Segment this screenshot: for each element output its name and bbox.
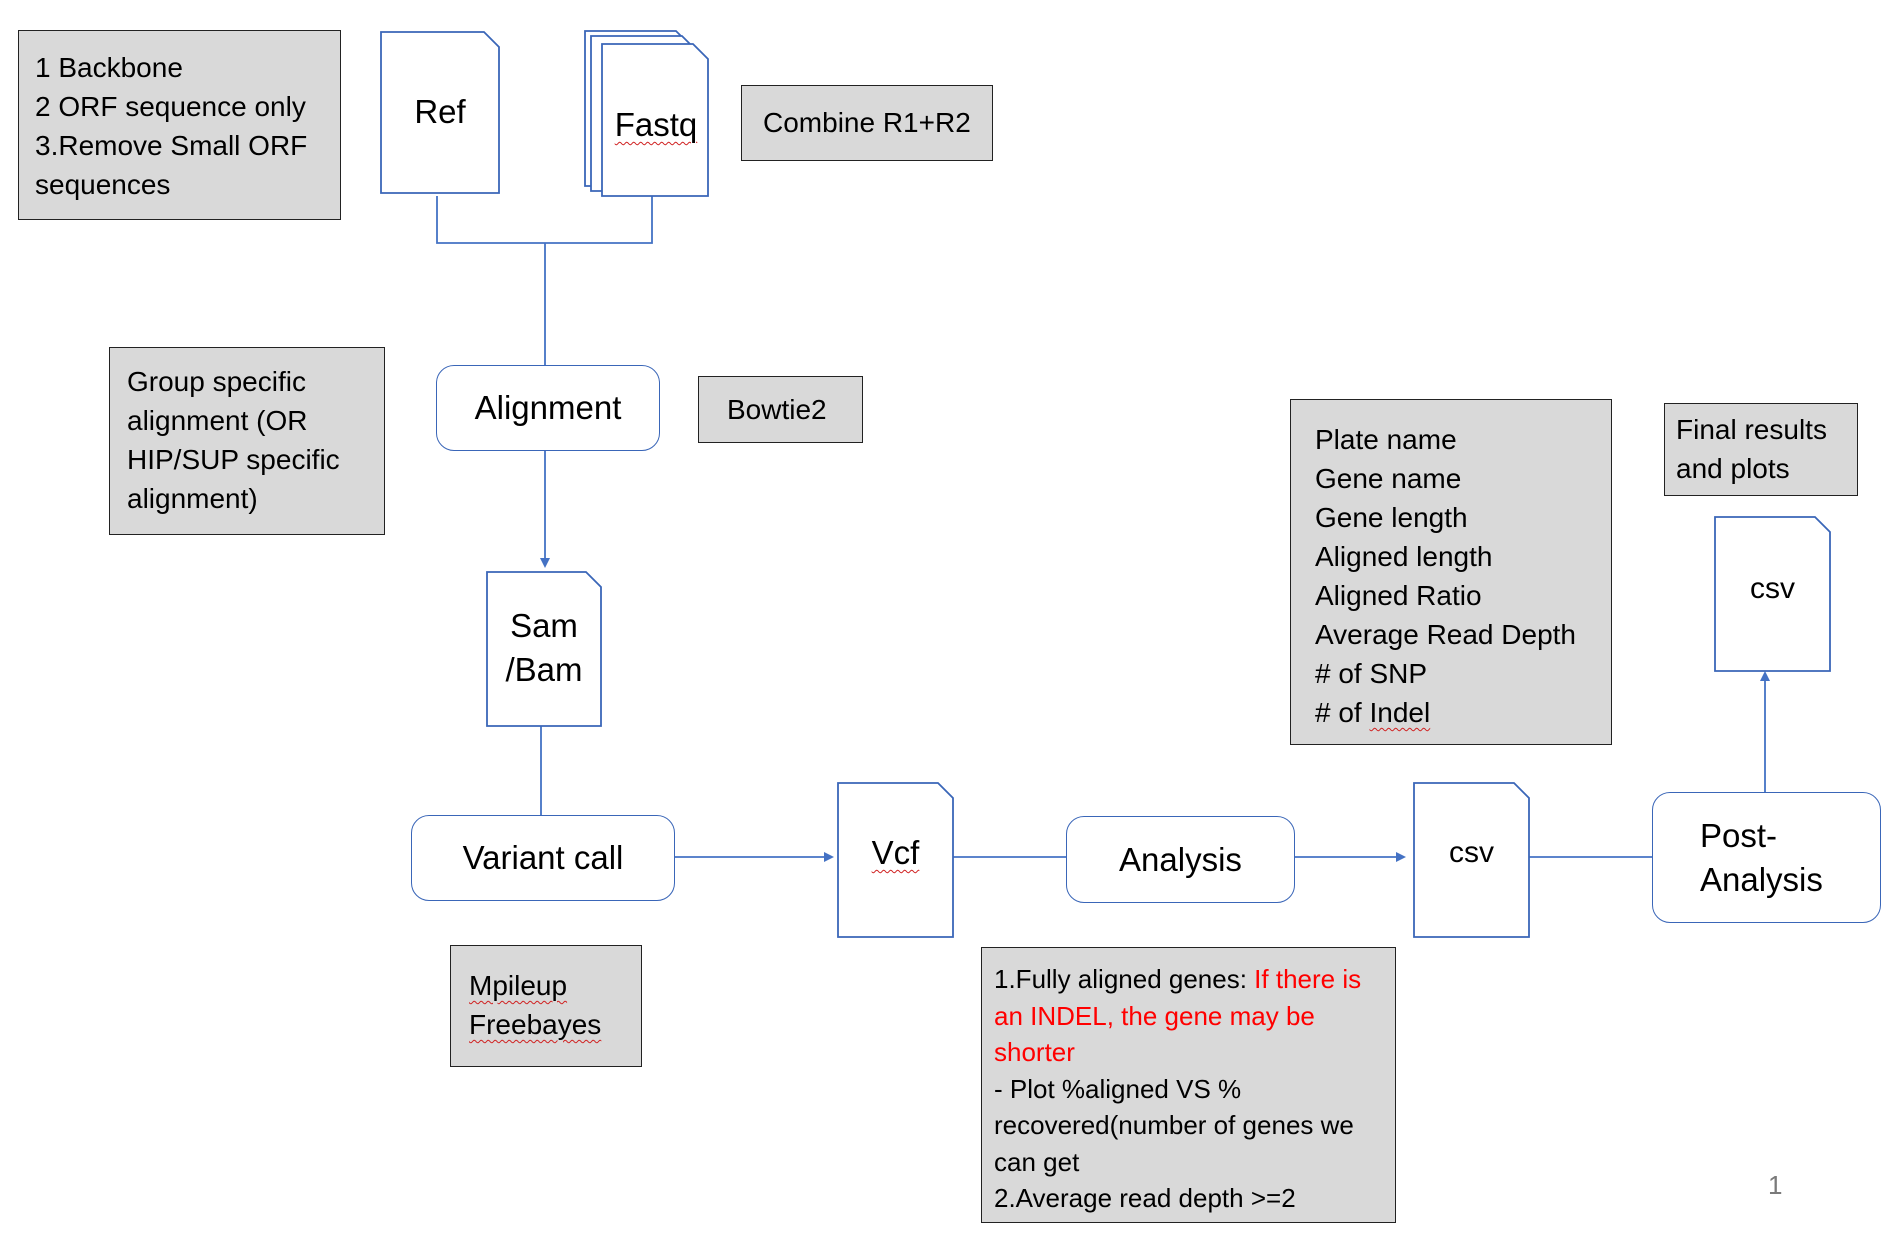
analysis-step: Analysis	[1066, 816, 1295, 903]
note-line: can get	[994, 1146, 1080, 1177]
note-line: Average Read Depth	[1315, 619, 1576, 650]
note-line-black: 1.Fully aligned genes:	[994, 964, 1255, 994]
note-line: and plots	[1676, 453, 1790, 484]
note-line: HIP/SUP specific	[127, 444, 340, 475]
sam-bam-document: Sam /Bam	[486, 571, 602, 727]
document-icon	[380, 31, 500, 194]
note-line: 1.Fully aligned genes: If there is	[994, 961, 1395, 998]
note-line: - Plot %aligned VS %	[994, 1073, 1242, 1104]
analysis-criteria-note: 1.Fully aligned genes: If there is an IN…	[981, 947, 1396, 1223]
note-line: Plate name	[1315, 424, 1457, 455]
note-line: alignment)	[127, 483, 258, 514]
note-line: sequences	[35, 169, 171, 200]
sam-bam-label-line: Sam	[510, 607, 578, 644]
note-line: 2.Average read depth >=2	[994, 1183, 1296, 1213]
note-line: Aligned Ratio	[1315, 580, 1482, 611]
document-stack-icon	[584, 30, 709, 197]
note-line: 2 ORF sequence only	[35, 91, 306, 122]
page-number: 1	[1768, 1170, 1783, 1200]
combine-reads-note: Combine R1+R2	[741, 85, 993, 161]
note-line: an INDEL, the gene may be	[994, 1000, 1315, 1031]
note-line: shorter	[994, 1037, 1075, 1067]
csv-document: csv	[1413, 782, 1530, 938]
note-line-prefix: # of	[1315, 697, 1370, 728]
note-line-indel: Indel	[1369, 697, 1431, 728]
note-line: Group specific	[127, 366, 306, 397]
fastq-label: Fastq	[614, 106, 698, 143]
post-analysis-label-line: Analysis	[1700, 860, 1823, 898]
vcf-label: Vcf	[871, 834, 920, 871]
group-alignment-note: Group specific alignment (OR HIP/SUP spe…	[109, 347, 385, 535]
note-line: Freebayes	[469, 1009, 602, 1040]
note-line: Final results	[1676, 414, 1827, 445]
note-line: Gene length	[1315, 502, 1468, 533]
note-line: recovered(number of genes we	[994, 1110, 1354, 1140]
note-line: 1 Backbone	[35, 52, 183, 83]
note-line: Gene name	[1315, 463, 1462, 494]
document-icon	[1714, 516, 1831, 672]
bowtie-note: Bowtie2	[698, 376, 863, 443]
alignment-step: Alignment	[436, 365, 660, 451]
note-line: 3.Remove Small ORF	[35, 130, 308, 161]
final-csv-label: csv	[1750, 572, 1795, 605]
note-line-red: If there is	[1254, 964, 1362, 994]
note-line: Mpileup	[469, 970, 568, 1001]
vcf-document: Vcf	[837, 782, 954, 938]
note-line: Bowtie2	[727, 394, 827, 425]
variant-call-step: Variant call	[411, 815, 675, 901]
ref-document: Ref	[380, 31, 500, 194]
variant-caller-note: Mpileup Freebayes	[450, 945, 642, 1067]
connector-ref-fastq-merge	[436, 196, 653, 244]
ref-label: Ref	[414, 93, 466, 130]
document-icon	[486, 571, 602, 727]
document-icon	[1413, 782, 1530, 938]
post-analysis-step: Post- Analysis	[1652, 792, 1881, 923]
document-icon	[837, 782, 954, 938]
note-line: alignment (OR	[127, 405, 308, 436]
fastq-document-stack: Fastq	[584, 30, 710, 198]
final-results-note: Final results and plots	[1664, 403, 1858, 496]
final-csv-document: csv	[1714, 516, 1831, 672]
note-line: Aligned length	[1315, 541, 1493, 572]
csv-fields-note: Plate name Gene name Gene length Aligned…	[1290, 399, 1612, 745]
note-line: Combine R1+R2	[763, 107, 971, 138]
sam-bam-label-line: /Bam	[505, 651, 583, 688]
reference-options-note: 1 Backbone 2 ORF sequence only 3.Remove …	[18, 30, 341, 220]
note-line: # of SNP	[1315, 658, 1428, 689]
post-analysis-label-line: Post-	[1700, 816, 1778, 854]
note-line: # of Indel	[1315, 693, 1611, 732]
csv-label: csv	[1449, 836, 1494, 869]
